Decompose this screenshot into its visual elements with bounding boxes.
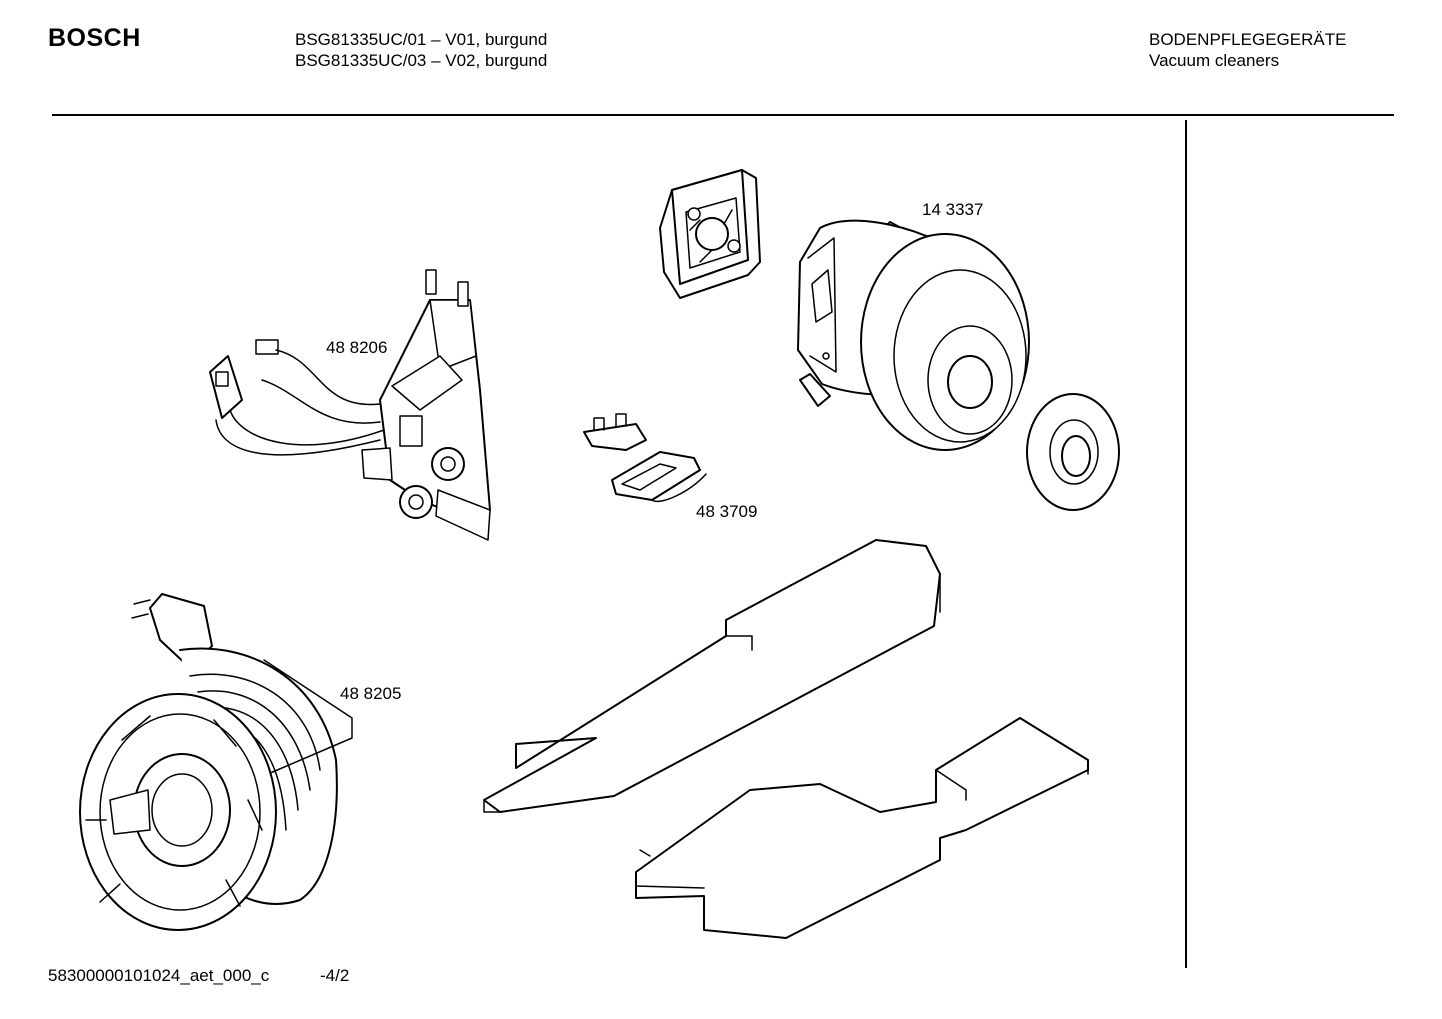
model-line-2: BSG81335UC/03 – V02, burgund	[295, 51, 548, 70]
switch-holder-drawing	[583, 413, 707, 503]
foam-strip-lower-drawing	[635, 717, 1089, 939]
electronic-module-drawing	[209, 269, 491, 541]
page-number: -4/2	[320, 966, 350, 985]
foam-strip-upper-drawing	[483, 539, 941, 813]
part-label-cable-reel: 48 8205	[340, 684, 402, 703]
model-line-1: BSG81335UC/01 – V01, burgund	[295, 30, 548, 49]
category-en: Vacuum cleaners	[1149, 51, 1280, 70]
part-label-electronic-module: 48 8206	[326, 338, 388, 357]
part-label-switch-holder: 48 3709	[696, 502, 758, 521]
motor-ring-drawing	[1026, 393, 1120, 511]
side-divider	[1185, 120, 1187, 968]
motor-drawing	[797, 219, 1030, 451]
document-id: 58300000101024_aet_000_c	[48, 966, 270, 985]
header-divider	[52, 114, 1394, 116]
category-de: BODENPFLEGEGERÄTE	[1149, 30, 1347, 49]
cable-reel-drawing	[79, 593, 353, 931]
motor-filter-pad-drawing	[659, 169, 761, 299]
brand-logo: BOSCH	[48, 24, 141, 52]
part-label-motor: 14 3337	[922, 200, 984, 219]
